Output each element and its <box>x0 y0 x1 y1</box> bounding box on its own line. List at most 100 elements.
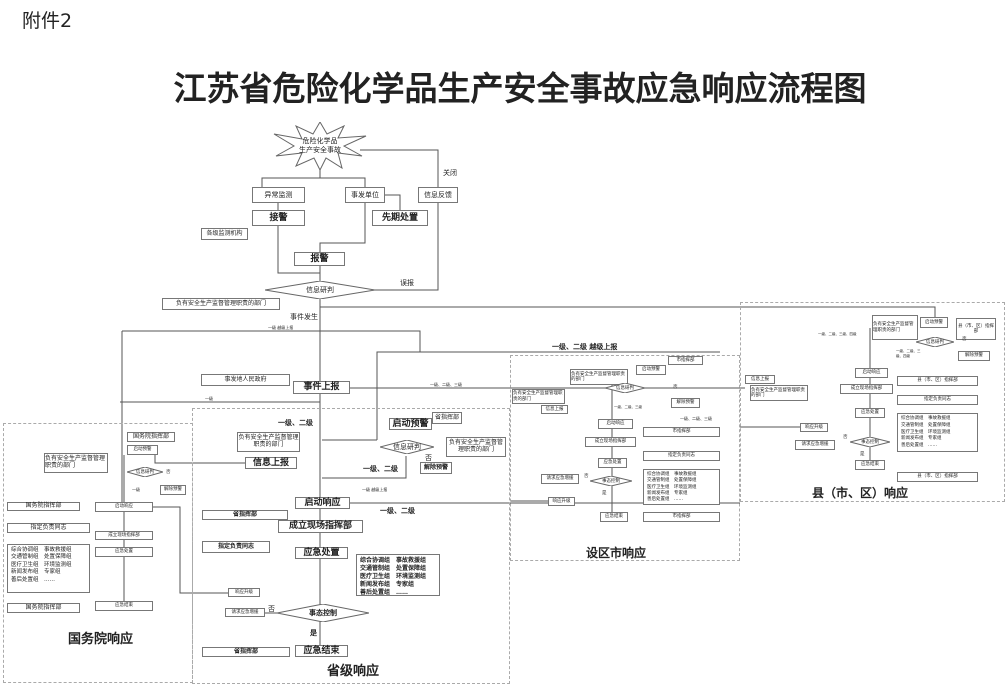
prov-handle-box[interactable]: 应急处置 <box>295 547 348 559</box>
line-unit-early <box>385 194 401 210</box>
county-upgrade-box[interactable]: 响应升级 <box>800 423 828 432</box>
receive-box[interactable]: 接警 <box>252 210 305 226</box>
county-info-box[interactable]: 信息上报 <box>745 375 775 384</box>
city-l123-label-2: 一级、二级、三级 <box>680 416 712 421</box>
city-upgrade-box[interactable]: 响应升级 <box>548 497 575 506</box>
county-handle-box[interactable]: 应急处置 <box>855 408 885 418</box>
group-line: 综合协调组 事故救援组 <box>901 416 951 421</box>
feedback-box[interactable]: 信息反馈 <box>418 187 458 203</box>
attachment-label: 附件2 <box>22 10 73 32</box>
accident-star: 危险化学品 生产安全事故 <box>272 121 368 172</box>
city-info-dept-note: 负有安全生产监督管理职责的部门 <box>512 389 565 404</box>
city-judge-label: 信息研判 <box>616 386 634 391</box>
county-no-label: 否 <box>962 337 967 342</box>
county-lift-box[interactable]: 解除预警 <box>958 351 990 361</box>
county-control-diamond[interactable]: 事态控制 <box>850 437 890 447</box>
county-warn-box[interactable]: 启动预警 <box>920 317 948 328</box>
city-respond-box[interactable]: 启动响应 <box>598 419 633 429</box>
group-line: 医疗卫生组 环境监测组 <box>11 561 72 568</box>
prov-dept-note: 负有安全生产监督管理职责的部门 <box>446 437 506 457</box>
prov-l12-label-2: 一级、二级 <box>363 464 398 473</box>
line-prov-judge-l12 <box>322 456 407 479</box>
county-site-box[interactable]: 成立现场指挥部 <box>840 384 893 394</box>
council-end-box[interactable]: 应急结束 <box>95 601 153 611</box>
city-aid-box[interactable]: 请求应急增援 <box>541 474 579 484</box>
city-judge-diamond[interactable]: 信息研判 <box>605 383 645 393</box>
county-respond-box[interactable]: 启动响应 <box>855 368 888 378</box>
prov-aid-box[interactable]: 请求应急增援 <box>225 608 265 617</box>
prov-groups-list: 综合协调组 事故救援组交通管制组 处置保障组医疗卫生组 环境监测组新闻发布组 专… <box>356 554 440 596</box>
l1-label: 一级 <box>205 396 213 401</box>
line-to-county <box>320 306 936 317</box>
group-line: 综合协调组 事故救援组 <box>360 557 427 564</box>
monitor-box[interactable]: 异常监测 <box>252 187 305 203</box>
prov-lift-box[interactable]: 解除预警 <box>420 462 452 474</box>
group-line: 善后处置组 …… <box>901 443 937 448</box>
prov-warn-box[interactable]: 启动预警 <box>389 418 432 430</box>
council-title: 国务院响应 <box>68 632 134 647</box>
county-hq-note-2: 县（市、区）指挥部 <box>897 376 978 386</box>
county-dept-note: 负有安全生产监督管理职责的部门 <box>872 315 918 340</box>
prov-judge-label: 信息研判 <box>393 443 421 451</box>
judge-diamond[interactable]: 信息研判 <box>265 281 375 299</box>
council-warn-box[interactable]: 启动预警 <box>127 445 158 455</box>
group-line: 综合协调组 事故救援组 <box>11 547 72 553</box>
city-info-box[interactable]: 信息上报 <box>541 405 568 414</box>
unit-box[interactable]: 事发单位 <box>345 187 385 203</box>
prov-upgrade-box[interactable]: 响应升级 <box>228 588 260 597</box>
gov-note: 事发地人民政府 <box>201 374 290 386</box>
city-l123-label-1: 一级、二级、三级 <box>614 405 642 409</box>
province-title: 省级响应 <box>327 664 380 679</box>
prov-respond-box[interactable]: 启动响应 <box>295 497 350 509</box>
prov-info-box[interactable]: 信息上报 <box>245 457 297 469</box>
group-line: 交通管制组 处置保障组 <box>360 565 427 573</box>
judge-label: 信息研判 <box>306 286 334 294</box>
county-aid-box[interactable]: 请求应急增援 <box>795 440 835 450</box>
council-hq-note: 国务院指挥部 <box>127 432 175 442</box>
prov-control-diamond[interactable]: 事态控制 <box>277 604 369 622</box>
line-skip-l1 <box>122 330 421 352</box>
city-no-label-2: 否 <box>584 474 589 479</box>
group-line: 善后处置组 …… <box>11 576 56 583</box>
council-site-box[interactable]: 成立现场指挥部 <box>95 531 153 540</box>
city-handle-box[interactable]: 应急处置 <box>598 458 627 468</box>
council-respond-box[interactable]: 启动响应 <box>95 502 153 512</box>
page-title: 江苏省危险化学品生产安全事故应急响应流程图 <box>173 69 867 108</box>
county-l1234-label-1: 一级、二级、三级、四级 <box>818 332 857 336</box>
city-end-box[interactable]: 应急结束 <box>600 512 628 522</box>
close-label: 关闭 <box>443 169 457 177</box>
group-line: 善后处置组 …… <box>647 497 683 503</box>
council-no-label: 否 <box>166 470 171 475</box>
county-judge-diamond[interactable]: 信息研判 <box>916 337 954 347</box>
council-lift-box[interactable]: 解除预警 <box>160 485 186 495</box>
skip-l1-label: 一级 越级上报 <box>268 325 294 330</box>
group-line: 综合协调组 事故救援组 <box>647 472 697 477</box>
early-handling-box[interactable]: 先期处置 <box>372 210 428 226</box>
group-line: 新闻发布组 专家组 <box>360 581 415 589</box>
prov-hq-note: 省指挥部 <box>432 412 462 424</box>
city-control-diamond[interactable]: 事态控制 <box>590 476 632 486</box>
city-site-box[interactable]: 成立现场指挥部 <box>585 437 636 447</box>
city-warn-box[interactable]: 启动预警 <box>636 365 666 375</box>
city-lift-box[interactable]: 解除预警 <box>671 398 700 408</box>
prov-site-box[interactable]: 成立现场指挥部 <box>278 520 363 533</box>
council-judge-diamond[interactable]: 信息研判 <box>127 467 163 477</box>
city-region <box>510 355 740 561</box>
council-dept-note: 负有安全生产监督管理职责的部门 <box>44 453 108 473</box>
council-hq-note-3: 国务院指挥部 <box>7 603 80 613</box>
report-box[interactable]: 事件上报 <box>293 381 350 394</box>
council-handle-box[interactable]: 应急处置 <box>95 547 153 557</box>
line-false-report <box>375 203 439 291</box>
group-line: 善后处置组 …… <box>360 589 409 597</box>
city-groups-list: 综合协调组 事故救援组交通管制组 处置保障组医疗卫生组 环境监测组新闻发布组 专… <box>643 469 720 505</box>
prov-judge-diamond[interactable]: 信息研判 <box>380 440 434 454</box>
happen-label: 事件发生 <box>290 313 318 321</box>
prov-end-box[interactable]: 应急结束 <box>295 645 348 657</box>
county-control-label: 事态控制 <box>861 440 879 445</box>
county-end-box[interactable]: 应急结束 <box>855 460 885 470</box>
prov-info-dept-note: 负有安全生产监督管理职责的部门 <box>237 432 300 452</box>
city-title: 设区市响应 <box>586 546 647 560</box>
group-line: 交通管制组 处置保障组 <box>901 422 951 428</box>
group-line: 交通管制组 处置保障组 <box>11 554 72 561</box>
alarm-box[interactable]: 报警 <box>294 252 345 266</box>
